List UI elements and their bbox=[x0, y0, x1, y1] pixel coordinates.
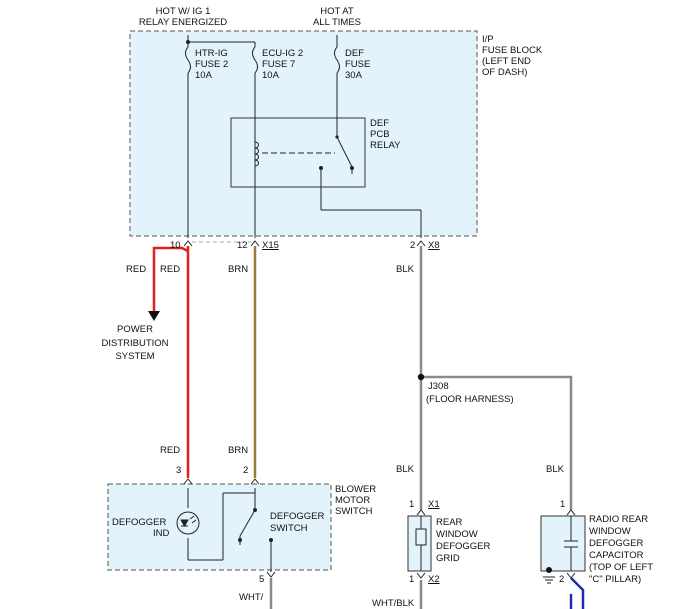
defogger-switch-label-1: DEFOGGER bbox=[270, 511, 325, 522]
pin-1-capacitor: 1 bbox=[560, 499, 566, 510]
wire-red-lower: RED bbox=[160, 445, 181, 456]
fuse-ecu-label-2: FUSE 7 bbox=[262, 59, 296, 70]
fuse-block-wiring bbox=[187, 35, 422, 238]
hot-all-label-2: ALL TIMES bbox=[312, 17, 362, 28]
wire-red-main: RED bbox=[160, 264, 181, 275]
defogger-ind-label-1: DEFOGGER bbox=[112, 517, 167, 528]
hot-all-label-1: HOT AT bbox=[320, 6, 354, 17]
external-wires bbox=[152, 246, 573, 609]
power-dist-label-1: POWER bbox=[117, 324, 153, 335]
blower-label-1: BLOWER bbox=[335, 484, 377, 495]
power-dist-label-2: DISTRIBUTION bbox=[101, 338, 169, 349]
power-dist-label-3: SYSTEM bbox=[115, 351, 155, 362]
capacitor-label-1: RADIO REAR bbox=[589, 514, 649, 525]
wire-wht: WHT/ bbox=[239, 592, 264, 603]
grid-label-3: DEFOGGER bbox=[436, 541, 491, 552]
pin-10: 10 bbox=[170, 240, 181, 251]
fuse-def-label-1: DEF bbox=[345, 48, 364, 59]
connector-x1: X1 bbox=[428, 499, 440, 510]
fuse-htr-label-1: HTR-IG bbox=[195, 48, 228, 59]
grid-label-2: WINDOW bbox=[436, 529, 478, 540]
capacitor-box bbox=[540, 515, 586, 572]
fuse-block-label-4: OF DASH) bbox=[482, 67, 528, 78]
wire-blk-capacitor: BLK bbox=[546, 464, 564, 475]
capacitor-label-4: CAPACITOR bbox=[589, 550, 644, 561]
pin-2-x8: 2 bbox=[410, 240, 416, 251]
defogger-grid-element bbox=[415, 516, 427, 571]
defogger-switch-label-2: SWITCH bbox=[270, 523, 308, 534]
defogger-ind-label-2: IND bbox=[153, 528, 170, 539]
wire-wht-blk: WHT/BLK bbox=[372, 598, 415, 609]
fuse-htr-label-3: 10A bbox=[195, 70, 212, 81]
blower-switch-box bbox=[107, 483, 332, 571]
relay-coil bbox=[254, 141, 259, 167]
connector-x2: X2 bbox=[428, 574, 440, 585]
splice-j308-label: J308 bbox=[428, 381, 449, 392]
fuse-block-label-3: (LEFT END bbox=[482, 56, 531, 67]
power-dist-arrow bbox=[148, 311, 160, 321]
fuse-block-label-2: FUSE BLOCK bbox=[482, 45, 543, 56]
fuse-symbols bbox=[185, 46, 340, 74]
pin-3: 3 bbox=[176, 465, 182, 476]
wire-brn-upper: BRN bbox=[228, 264, 249, 275]
defogger-ind-led-icon bbox=[176, 511, 200, 535]
capacitor-label-2: WINDOW bbox=[589, 526, 631, 537]
ground-icon bbox=[543, 576, 555, 584]
component-connectors bbox=[183, 478, 576, 579]
pin-1-x2: 1 bbox=[409, 574, 415, 585]
fuse-htr-label-2: FUSE 2 bbox=[195, 59, 229, 70]
relay-label-3: RELAY bbox=[370, 140, 401, 151]
fuse-ecu-label-1: ECU-IG 2 bbox=[262, 48, 304, 59]
pin-5: 5 bbox=[259, 574, 265, 585]
pin-2-blower: 2 bbox=[243, 465, 249, 476]
wire-brn-lower: BRN bbox=[228, 445, 249, 456]
pin-12: 12 bbox=[237, 240, 248, 251]
wire-red-branch: RED bbox=[126, 264, 147, 275]
fuse-block-label-1: I/P bbox=[482, 34, 494, 45]
pin-2-capacitor: 2 bbox=[559, 574, 565, 585]
fuse-def-label-2: FUSE bbox=[345, 59, 371, 70]
splice-floor-harness-label: (FLOOR HARNESS) bbox=[426, 394, 514, 405]
relay-label-1: DEF bbox=[370, 118, 389, 129]
capacitor-symbol bbox=[564, 516, 578, 571]
blower-label-3: SWITCH bbox=[335, 506, 373, 517]
capacitor-label-3: DEFOGGER bbox=[589, 538, 644, 549]
grid-label-1: REAR bbox=[436, 517, 463, 528]
splice-j308-dot bbox=[417, 373, 425, 381]
fuse-block-connectors bbox=[183, 240, 426, 247]
pin-1-x1: 1 bbox=[409, 499, 415, 510]
hot-ig1-label-1: HOT W/ IG 1 bbox=[155, 6, 211, 17]
wire-blk-upper: BLK bbox=[396, 264, 414, 275]
grid-box bbox=[407, 515, 432, 572]
ground-dot bbox=[546, 567, 552, 573]
relay-label-2: PCB bbox=[370, 129, 390, 140]
blower-label-2: MOTOR bbox=[335, 495, 371, 506]
wire-blk-grid: BLK bbox=[396, 464, 414, 475]
capacitor-label-6: "C" PILLAR) bbox=[589, 574, 642, 585]
hot-ig1-label-2: RELAY ENERGIZED bbox=[138, 17, 228, 28]
fuse-ecu-label-3: 10A bbox=[262, 70, 279, 81]
capacitor-ground-wires bbox=[569, 577, 585, 609]
grid-label-4: GRID bbox=[436, 553, 460, 564]
connector-x8: X8 bbox=[428, 240, 440, 251]
connector-x15: X15 bbox=[262, 240, 279, 251]
capacitor-label-5: (TOP OF LEFT bbox=[589, 562, 654, 573]
fuse-def-label-3: 30A bbox=[345, 70, 362, 81]
